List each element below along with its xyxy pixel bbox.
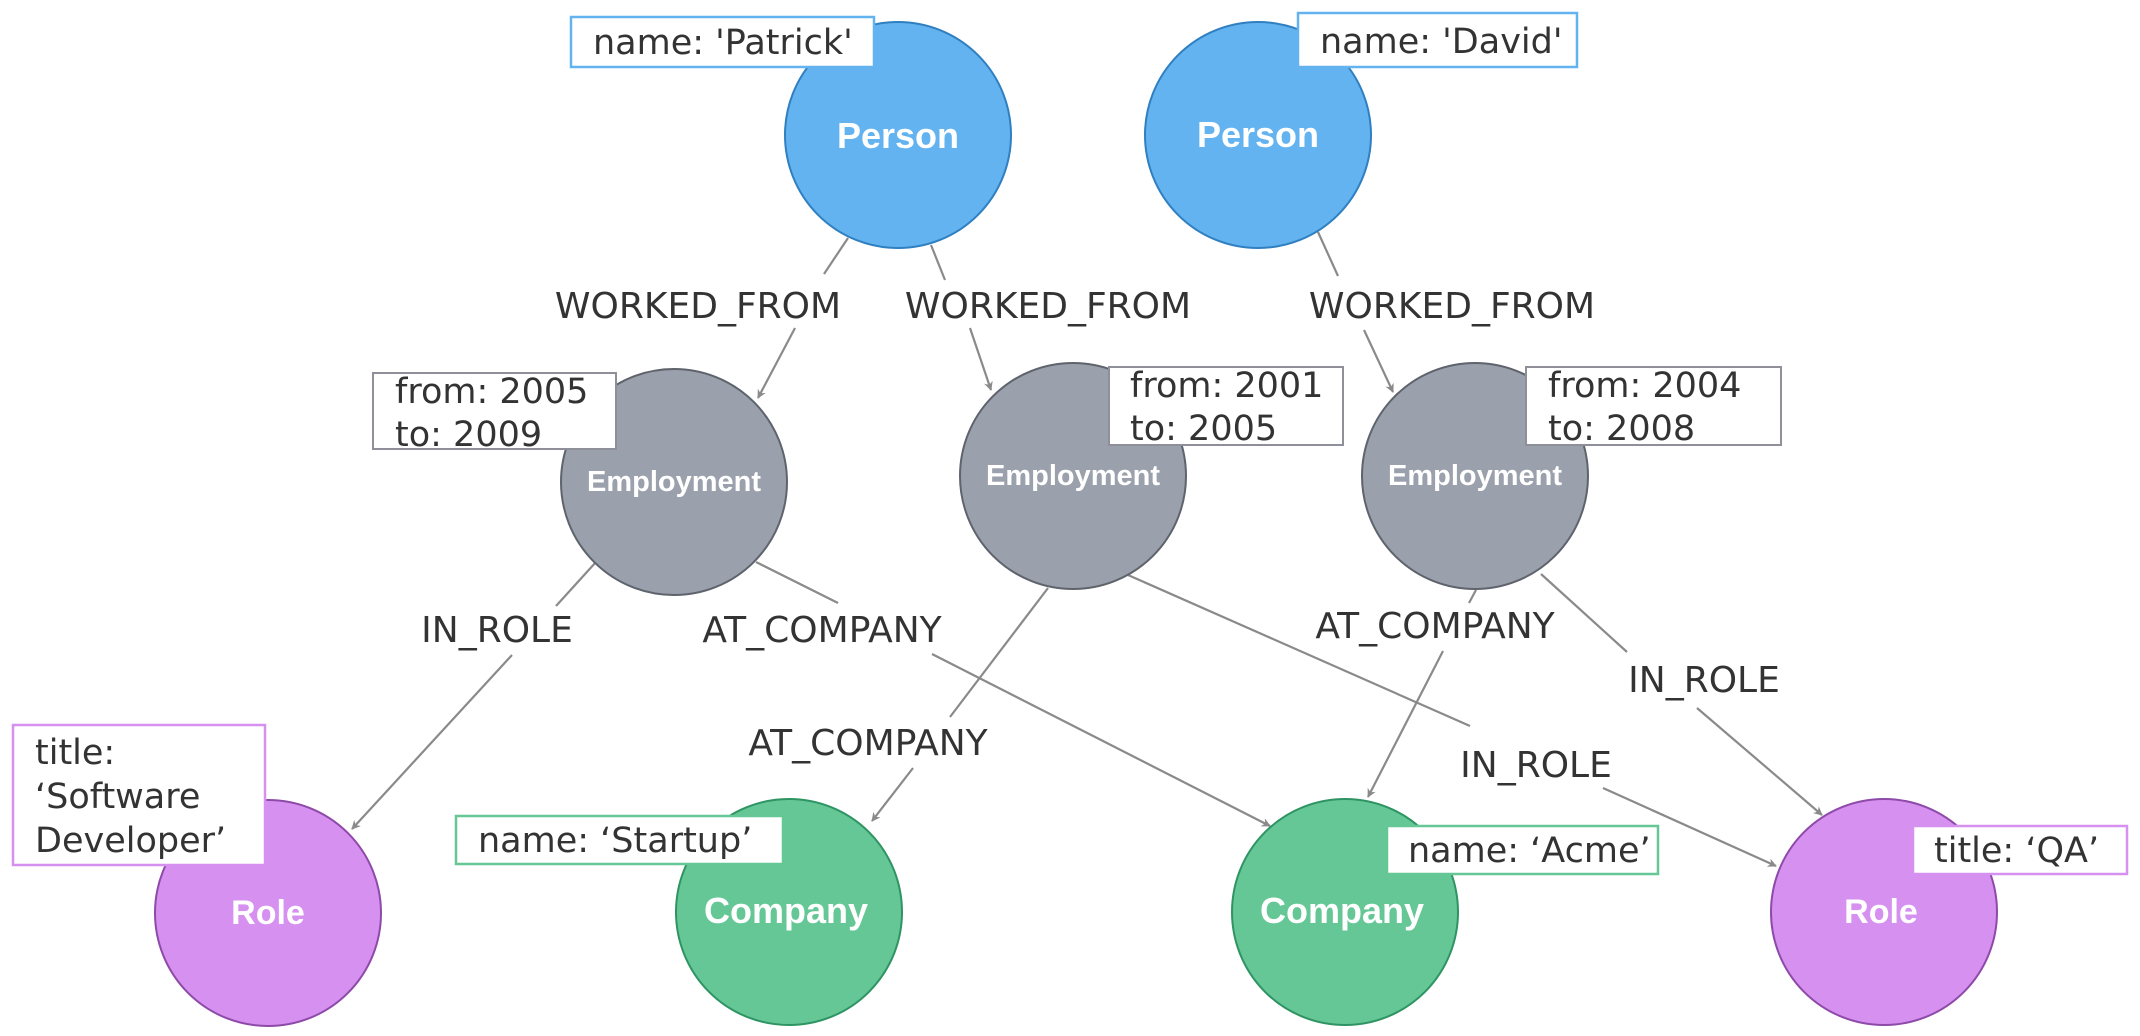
edge-line-emp3-company [1468,589,1477,604]
property-box [11,723,267,867]
property-box [569,15,876,69]
property-text: name: ‘Startup’ [478,821,752,861]
edge-line-emp2-company [949,587,1049,718]
edge-line-patrick-emp1 [757,327,796,399]
property-box-employment-3: from: 2004 to: 2008 [1525,366,1782,449]
edge-label-in-role: IN_ROLE [421,610,573,651]
property-box [454,814,785,866]
node-person-patrick[interactable]: Person [784,21,1012,249]
property-text: name: ‘Acme’ [1408,831,1651,871]
node-label: Company [1260,890,1424,931]
edge-line-david-emp3 [1316,231,1340,277]
property-text: from: 2001 [1130,366,1323,406]
edge-line-emp2-company [871,767,914,822]
edge-label-in-role: IN_ROLE [1460,745,1612,786]
node-label: Employment [986,460,1160,492]
edge-line-emp3-role [1540,573,1628,653]
property-text: from: 2005 [395,372,588,412]
edge-label-at-company: AT_COMPANY [702,610,942,651]
property-text: title: [35,733,115,773]
property-text: to: 2009 [395,415,542,455]
edge-line-patrick-emp2 [968,327,993,391]
edge-label-worked-from: WORKED_FROM [555,286,841,327]
property-box [1525,366,1782,446]
node-employment-1[interactable]: Employment [560,368,788,596]
property-box [1385,824,1660,876]
edge-line-david-emp3 [1363,329,1394,393]
node-label: Company [704,890,868,931]
property-box [372,372,617,450]
property-text: name: 'Patrick' [593,23,853,63]
property-text: Developer’ [35,821,226,861]
node-label: Role [1844,893,1918,931]
edge-line-emp1-role [555,561,597,607]
node-circle [1144,21,1372,249]
edge-line-patrick-emp1 [823,237,849,275]
property-text: to: 2008 [1548,409,1695,449]
edge-line-emp3-role [1696,707,1823,816]
node-label: Employment [587,466,761,498]
property-box-employment-1: from: 2005 to: 2009 [372,372,617,455]
property-box [1296,11,1579,69]
edge-label-in-role: IN_ROLE [1628,660,1780,701]
property-box-acme: name: ‘Acme’ [1385,824,1660,876]
property-text: from: 2004 [1548,366,1741,406]
node-circle [560,368,788,596]
property-box-patrick: name: 'Patrick' [569,15,876,69]
property-box-startup: name: ‘Startup’ [454,814,785,866]
edge-line-patrick-emp2 [929,244,947,281]
property-text: to: 2005 [1130,409,1277,449]
property-box-role-dev: title: ‘Software Developer’ [11,723,267,867]
edge-label-at-company: AT_COMPANY [748,723,988,764]
node-label: Employment [1388,460,1562,492]
edge-label-worked-from: WORKED_FROM [905,286,1191,327]
edge-line-emp2-role [1127,573,1471,728]
edge-line-emp1-role [351,654,513,830]
property-box-employment-2: from: 2001 to: 2005 [1108,366,1344,449]
node-label: Role [231,894,305,932]
edge-label-worked-from: WORKED_FROM [1309,286,1595,327]
property-text: name: 'David' [1320,22,1562,62]
property-box-david: name: 'David' [1296,11,1579,69]
property-box [1911,824,2129,876]
edge-line-emp2-role [1602,786,1777,868]
property-text: title: ‘QA’ [1934,831,2099,871]
property-box [1108,366,1344,446]
property-text: ‘Software [35,777,200,817]
node-person-david[interactable]: Person [1144,21,1372,249]
edge-line-emp3-company [1367,650,1444,798]
node-label: Person [1197,114,1319,155]
property-box-role-qa: title: ‘QA’ [1911,824,2129,876]
edge-line-emp1-company [931,653,1271,827]
edge-label-at-company: AT_COMPANY [1315,606,1555,647]
node-circle [784,21,1012,249]
edge-line-emp1-company [755,561,839,604]
node-label: Person [837,115,959,156]
